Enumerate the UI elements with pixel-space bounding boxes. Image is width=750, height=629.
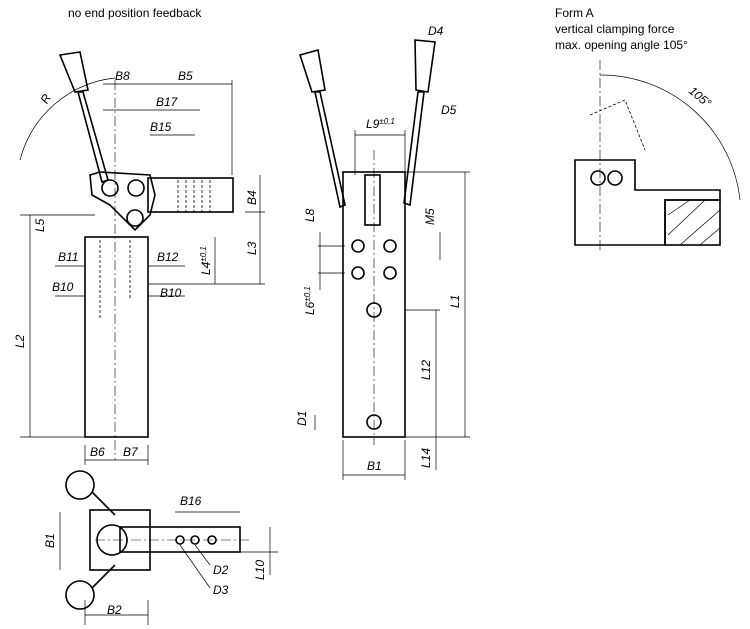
- side-view: [19, 51, 265, 465]
- dim-L9: L9±0,1: [366, 117, 395, 131]
- dim-L6: L6±0,1: [303, 286, 317, 315]
- dim-L14: L14: [419, 448, 433, 468]
- dim-B1-front: B1: [367, 459, 382, 473]
- dim-L1: L1: [448, 295, 462, 308]
- dim-B17: B17: [156, 95, 179, 109]
- dim-R: R: [37, 91, 54, 106]
- form-a-view: [574, 60, 741, 250]
- dim-B2: B2: [107, 603, 122, 617]
- top-view: [59, 470, 278, 625]
- dim-B6: B6: [90, 445, 105, 459]
- dim-B4: B4: [245, 190, 259, 205]
- dim-L5: L5: [33, 218, 47, 232]
- dim-B12: B12: [157, 250, 179, 264]
- dim-B8: B8: [115, 69, 130, 83]
- dim-B10-left: B10: [52, 280, 74, 294]
- dim-L4: L4±0,1: [199, 246, 213, 275]
- dim-B1-bottom: B1: [43, 533, 57, 548]
- form-a-title: Form A: [555, 6, 594, 20]
- dim-M5: M5: [423, 208, 437, 225]
- dim-D4: D4: [428, 24, 444, 38]
- dim-L10: L10: [253, 560, 267, 580]
- dim-L8: L8: [303, 208, 317, 222]
- dim-B5: B5: [178, 69, 193, 83]
- dim-B10-right: B10: [160, 286, 182, 300]
- front-view: [298, 39, 470, 480]
- dim-B11: B11: [58, 250, 78, 264]
- form-a-line2: max. opening angle 105°: [555, 38, 688, 52]
- dim-B16: B16: [180, 494, 202, 508]
- dim-L3: L3: [245, 241, 259, 255]
- dim-B7: B7: [123, 445, 139, 459]
- dim-D2: D2: [213, 563, 229, 577]
- dim-D5: D5: [441, 103, 457, 117]
- dim-B15: B15: [150, 120, 172, 134]
- view-title: no end position feedback: [68, 6, 202, 20]
- angle-label: 105°: [686, 84, 714, 111]
- form-a-line1: vertical clamping force: [555, 22, 675, 36]
- dim-L2: L2: [13, 334, 27, 348]
- dim-L12: L12: [419, 360, 433, 380]
- dim-D1: D1: [295, 411, 309, 426]
- dim-D3: D3: [213, 583, 229, 597]
